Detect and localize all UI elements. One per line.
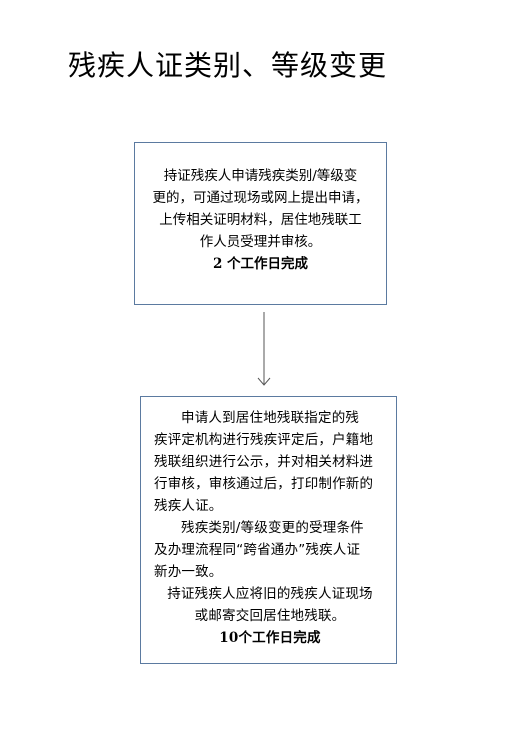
step-1-text-line: 持证残疾人申请残疾类别/等级变 — [163, 168, 358, 184]
step-2-box: 申请人到居住地残联指定的残 疾评定机构进行残疾评定后，户籍地 残联组织进行公示，… — [140, 396, 397, 664]
step-2-text-line: 或邮寄交回居住地残联。 — [194, 608, 346, 624]
step-2-text-line: 行审核，审核通过后，打印制作新的 — [154, 476, 374, 492]
down-arrow-connector — [257, 312, 271, 386]
step-1-box: 持证残疾人申请残疾类别/等级变 更的，可通过现场或网上提出申请， 上传相关证明材… — [134, 142, 387, 305]
step-2-text-line: 新办一致。 — [154, 564, 223, 580]
step-2-text-line: 持证残疾人应将旧的残疾人证现场 — [167, 586, 373, 602]
step-1-deadline: 2 个工作日完成 — [212, 256, 309, 272]
page-title: 残疾人证类别、等级变更 — [68, 49, 388, 82]
step-2-deadline: 10个工作日完成 — [219, 630, 321, 646]
step-1-text-line: 上传相关证明材料，居住地残联工 — [159, 212, 362, 228]
step-2-text-line: 及办理流程同“跨省通办”残疾人证 — [154, 542, 361, 558]
step-2-text-line: 残疾人证。 — [154, 498, 223, 514]
step-2-text-line: 残联组织进行公示，并对相关材料进 — [154, 454, 374, 470]
step-1-text-line: 作人员受理并审核。 — [199, 234, 322, 250]
step-2-text-line: 残疾类别/等级变更的受理条件 — [181, 520, 364, 536]
step-2-text-line: 申请人到居住地残联指定的残 — [181, 410, 360, 426]
step-2-text-line: 疾评定机构进行残疾评定后，户籍地 — [154, 432, 374, 448]
step-1-text-line: 更的，可通过现场或网上提出申请， — [152, 190, 369, 206]
